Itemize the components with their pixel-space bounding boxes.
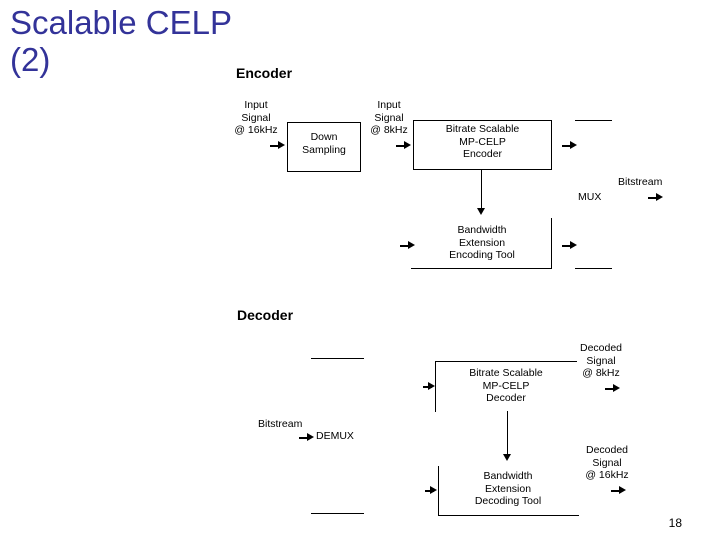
page-title: Scalable CELP(2): [10, 4, 310, 78]
input-8khz-arrow-head: [404, 141, 411, 149]
mp-celp-encoder-label: Bitrate Scalable MP-CELP Encoder: [413, 123, 552, 161]
input-signal-16khz-line-2: Signal: [241, 111, 271, 124]
bw-ext-decoding-line-2: Extension: [484, 482, 532, 495]
bw-ext-encoding-in-arrow-line: [400, 245, 409, 247]
encoder-branch-down-line: [481, 170, 482, 210]
decoded-signal-16khz-line-2: Signal: [592, 456, 622, 469]
bw-ext-decoding-line-1: Bandwidth: [483, 470, 533, 482]
down-sampling-line-2: Sampling: [302, 143, 346, 156]
decoder-branch-down-arrow-head: [503, 454, 511, 461]
down-sampling-label: Down Sampling: [287, 131, 361, 156]
bw-ext-decoding-bottom-border: [438, 515, 579, 516]
mp-celp-encoder-line-1: Bitrate Scalable: [445, 123, 520, 135]
input-16khz-arrow-line: [270, 145, 279, 147]
bw-ext-decoding-in-arrow-line: [425, 490, 434, 492]
decoded-8khz-arrow-head: [613, 384, 620, 392]
bw-ext-decoding-in-arrow-head: [430, 486, 437, 494]
mp-celp-decoder-in-arrow-head: [428, 382, 435, 390]
decoder-branch-down-line: [507, 411, 508, 456]
decoded-8khz-arrow-line: [605, 388, 614, 390]
bw-ext-encoding-label: Bandwidth Extension Encoding Tool: [412, 224, 552, 262]
decoded-signal-8khz-label: Decoded Signal @ 8kHz: [570, 342, 632, 380]
mp-celp-decoder-line-1: Bitrate Scalable: [469, 367, 543, 379]
encoder-bitstream-arrow-line: [648, 197, 657, 199]
bw-ext-decoding-line-3: Decoding Tool: [474, 495, 542, 507]
encoder-bitstream-arrow-head: [656, 193, 663, 201]
mp-celp-decoder-line-2: MP-CELP: [482, 379, 530, 392]
mp-celp-encoder-line-2: MP-CELP: [459, 135, 506, 148]
bw-ext-encoding-in-arrow-head: [408, 241, 415, 249]
decoder-heading: Decoder: [237, 307, 294, 323]
page-number: 18: [668, 516, 682, 530]
input-16khz-arrow-head: [278, 141, 285, 149]
bw-ext-encoding-bottom-border: [411, 268, 552, 269]
input-signal-8khz-line-2: Signal: [374, 111, 404, 124]
encoder-to-mux-arrow-head: [570, 141, 577, 149]
input-signal-16khz-line-3: @ 16kHz: [234, 124, 278, 136]
bw-ext-decoding-left-border: [438, 466, 439, 516]
encoder-branch-down-arrow-head: [477, 208, 485, 215]
down-sampling-line-1: Down: [310, 131, 338, 143]
down-sampling-box: [287, 122, 361, 172]
input-signal-8khz-label: Input Signal @ 8kHz: [358, 99, 420, 137]
mp-celp-encoder-box: [413, 120, 552, 170]
mp-celp-decoder-line-3: Decoder: [486, 392, 526, 404]
mp-celp-decoder-left-border: [435, 362, 436, 412]
mp-celp-encoder-line-3: Encoder: [462, 148, 503, 160]
encoder-bitstream-label: Bitstream: [618, 176, 663, 188]
bw-ext-encoding-right-border: [551, 218, 552, 268]
bw-ext-encoding-line-2: Extension: [458, 236, 506, 249]
decoded-signal-16khz-line-3: @ 16kHz: [585, 469, 629, 481]
input-signal-16khz-line-1: Input: [244, 99, 268, 111]
mp-celp-decoder-in-arrow-line: [423, 386, 432, 388]
bw-ext-encoding-out-arrow-head: [570, 241, 577, 249]
demux-label: DEMUX: [316, 430, 354, 442]
bw-ext-encoding-line-3: Encoding Tool: [449, 249, 515, 261]
encoder-to-mux-arrow-line: [562, 145, 571, 147]
decoder-bitstream-arrow-head: [307, 433, 314, 441]
page-title-line-2: (2): [10, 41, 51, 78]
decoded-16khz-arrow-head: [619, 486, 626, 494]
demux-top-branch-line: [311, 358, 364, 359]
decoder-bitstream-arrow-line: [299, 437, 308, 439]
decoded-signal-8khz-line-2: Signal: [586, 354, 616, 367]
decoder-bitstream-label: Bitstream: [258, 418, 303, 430]
bw-ext-encoding-to-mux-line: [575, 268, 612, 269]
mux-label: MUX: [578, 191, 602, 203]
input-8khz-arrow-line: [396, 145, 405, 147]
bw-ext-encoding-line-1: Bandwidth: [457, 224, 507, 236]
demux-bottom-branch-line: [311, 513, 364, 514]
mp-celp-decoder-top-border: [435, 361, 577, 362]
bw-ext-decoding-label: Bandwidth Extension Decoding Tool: [438, 470, 578, 508]
input-signal-8khz-line-1: Input: [377, 99, 401, 111]
page-title-line-1: Scalable CELP: [10, 4, 232, 41]
input-signal-16khz-label: Input Signal @ 16kHz: [222, 99, 290, 137]
bw-ext-encoding-out-arrow-line: [562, 245, 571, 247]
encoder-to-mux-line: [575, 120, 612, 121]
decoded-16khz-arrow-line: [611, 490, 620, 492]
decoded-signal-8khz-line-1: Decoded: [579, 342, 623, 354]
decoded-signal-8khz-line-3: @ 8kHz: [582, 367, 620, 379]
decoded-signal-16khz-label: Decoded Signal @ 16kHz: [574, 444, 640, 482]
input-signal-8khz-line-3: @ 8kHz: [370, 124, 408, 136]
encoder-heading: Encoder: [236, 65, 293, 81]
mp-celp-decoder-label: Bitrate Scalable MP-CELP Decoder: [436, 367, 576, 405]
decoded-signal-16khz-line-1: Decoded: [585, 444, 629, 456]
